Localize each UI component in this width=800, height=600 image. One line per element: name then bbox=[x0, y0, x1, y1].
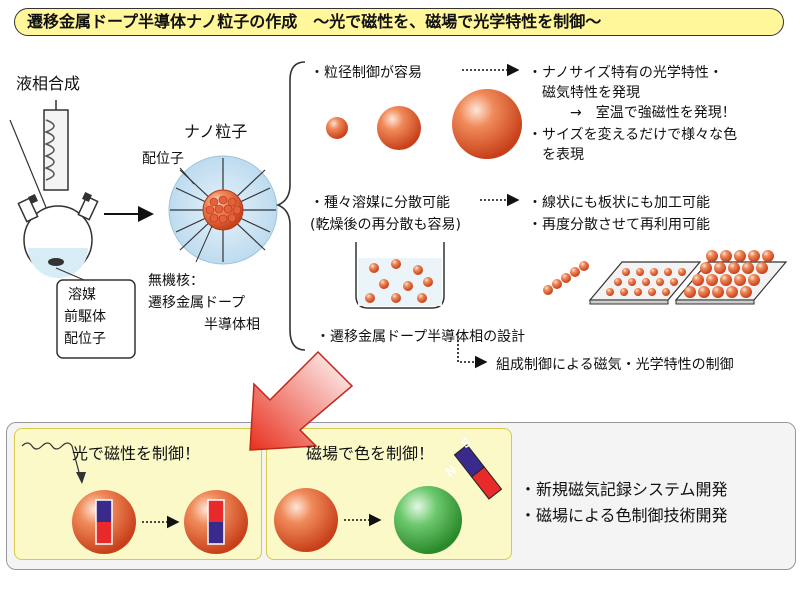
size-result-2: 磁気特性を発現 bbox=[542, 85, 640, 101]
light-control-title: 光で磁性を制御！ bbox=[72, 444, 201, 463]
ingredient-ligand: 配位子 bbox=[64, 331, 106, 347]
application-1: ・新規磁気記録システム開発 bbox=[520, 480, 728, 499]
nanoparticle-label: ナノ粒子 bbox=[184, 122, 248, 141]
field-control-title: 磁場で色を制御！ bbox=[306, 444, 435, 463]
size-result-5: を表現 bbox=[542, 147, 584, 163]
nanoparticle-illustration bbox=[168, 155, 278, 265]
light-wave bbox=[21, 442, 81, 477]
big-red-arrow bbox=[249, 350, 354, 451]
size-control-text: ・粒径制御が容易 bbox=[310, 65, 422, 81]
size-result-4: ・サイズを変えるだけで様々な色 bbox=[528, 127, 738, 143]
core-label-3: 半導体相 bbox=[204, 317, 260, 333]
design-result: 組成制御による磁気・光学特性の制御 bbox=[496, 357, 734, 373]
particle-plate-2 bbox=[674, 250, 788, 305]
dispersion-result-1: ・線状にも板状にも加工可能 bbox=[528, 195, 710, 211]
core-label-2: 遷移金属ドープ bbox=[148, 295, 246, 311]
ingredient-solvent: 溶媒 bbox=[68, 287, 96, 303]
size-result-3: → 室温で強磁性を発現！ bbox=[570, 105, 736, 121]
ingredient-precursor: 前駆体 bbox=[64, 309, 106, 325]
page-title: 遷移金属ドープ半導体ナノ粒子の作成 ～光で磁性を、磁場で光学特性を制御～ bbox=[14, 8, 784, 36]
particle-plate-1 bbox=[588, 261, 702, 305]
core-label-1: 無機核： bbox=[148, 273, 204, 289]
dispersion-result-2: ・再度分散させて再利用可能 bbox=[528, 217, 710, 233]
application-2: ・磁場による色制御技術開発 bbox=[520, 506, 728, 525]
sphere-orange bbox=[274, 488, 338, 552]
design-text: ・遷移金属ドープ半導体相の設計 bbox=[316, 329, 526, 345]
sphere-green bbox=[394, 486, 462, 554]
particle-line bbox=[543, 261, 589, 295]
ligand-label: 配位子 bbox=[142, 151, 184, 167]
ingredients-box bbox=[56, 279, 136, 359]
particle-large bbox=[452, 89, 522, 159]
particle-small bbox=[326, 117, 348, 139]
brace bbox=[275, 61, 306, 351]
dispersion-text-2: (乾燥後の再分散も容易) bbox=[310, 217, 461, 233]
particle-medium bbox=[377, 106, 421, 150]
dispersion-text-1: ・種々溶媒に分散可能 bbox=[310, 195, 450, 211]
flask-illustration bbox=[9, 100, 99, 281]
size-result-1: ・ナノサイズ特有の光学特性・ bbox=[528, 65, 723, 81]
beaker-illustration bbox=[355, 242, 445, 309]
synthesis-label: 液相合成 bbox=[16, 74, 81, 93]
magnet-icon bbox=[453, 444, 503, 500]
